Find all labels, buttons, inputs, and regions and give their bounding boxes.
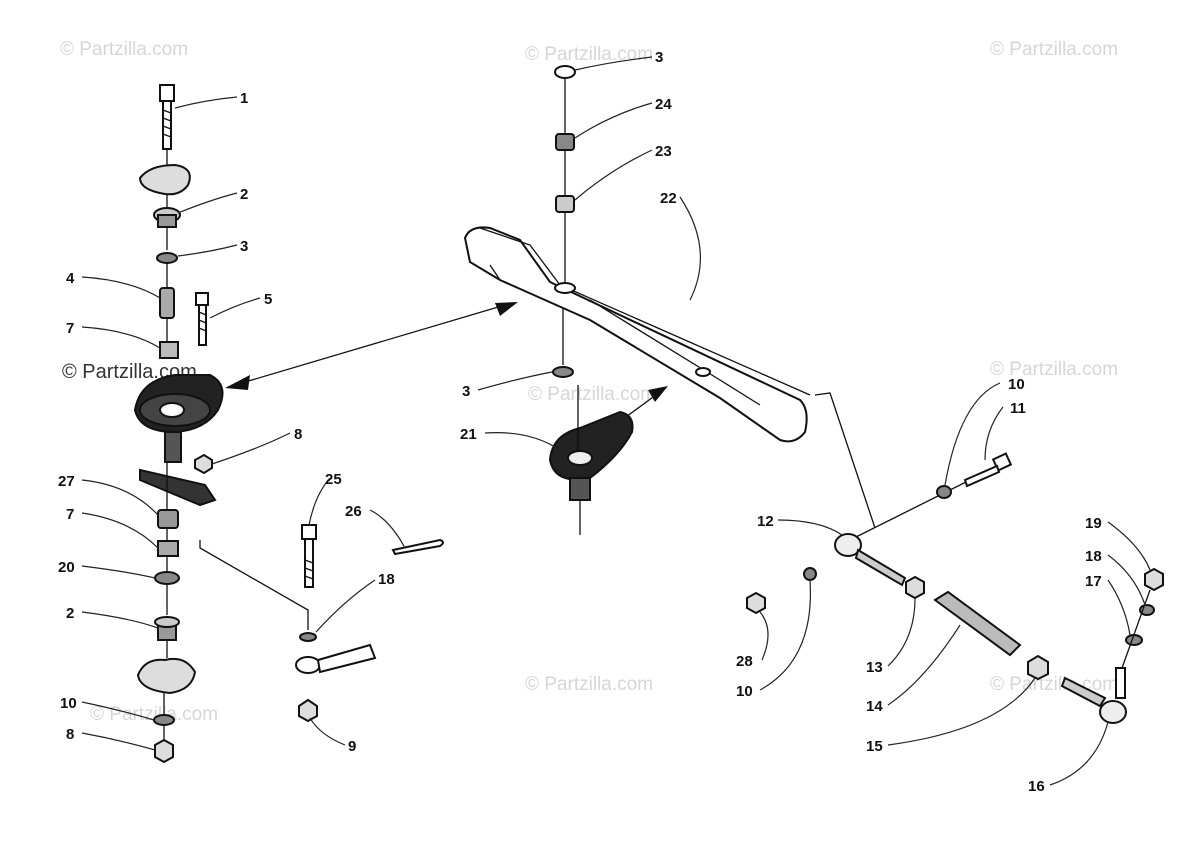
watermark: © Partzilla.com xyxy=(990,39,1118,60)
tube-14-icon xyxy=(933,590,1022,657)
rod-end-12-icon xyxy=(834,533,907,587)
rod-end-16-icon xyxy=(1060,667,1127,724)
callout-28: 28 xyxy=(736,653,753,670)
nut-19-icon xyxy=(1144,567,1164,592)
steering-arm-22-icon xyxy=(463,226,811,443)
bushing-7-lower-icon xyxy=(157,540,179,557)
callout-25: 25 xyxy=(325,471,342,488)
callout-18: 18 xyxy=(378,571,395,588)
callout-18-right: 18 xyxy=(1085,548,1102,565)
callout-17: 17 xyxy=(1085,573,1102,590)
plate-lower-icon xyxy=(136,657,197,695)
callout-12: 12 xyxy=(757,513,774,530)
callout-22: 22 xyxy=(660,190,677,207)
callout-10-right: 10 xyxy=(1008,376,1025,393)
callout-4: 4 xyxy=(66,270,75,287)
callout-23: 23 xyxy=(655,143,672,160)
center-stack xyxy=(552,65,576,378)
callout-1: 1 xyxy=(240,90,248,107)
pin-4-icon xyxy=(159,287,175,319)
callout-19: 19 xyxy=(1085,515,1102,532)
bolt-1-icon xyxy=(159,84,175,150)
cotter-pin-26-icon xyxy=(391,538,444,556)
connector-line xyxy=(199,540,309,630)
bolt-5-icon xyxy=(195,292,209,346)
spindle-arm-icon xyxy=(133,374,224,507)
callout-24: 24 xyxy=(655,96,672,113)
left-spindle-assembly xyxy=(133,84,224,764)
rod-end-icon xyxy=(295,643,377,674)
nut-8-icon xyxy=(194,453,213,475)
leader-lines xyxy=(81,56,1151,786)
callout-11: 11 xyxy=(1010,400,1026,417)
bushing-27-icon xyxy=(157,509,179,529)
watermark: © Partzilla.com xyxy=(525,674,653,695)
callout-3-mid: 3 xyxy=(462,383,470,400)
bushing-7-icon xyxy=(159,341,179,359)
callout-13: 13 xyxy=(866,659,883,676)
nut-9-icon xyxy=(298,698,318,723)
callout-21: 21 xyxy=(460,426,477,443)
callout-9: 9 xyxy=(348,738,356,755)
watermark: © Partzilla.com xyxy=(528,384,656,405)
callout-3: 3 xyxy=(240,238,248,255)
callout-2-lower: 2 xyxy=(66,605,74,622)
callout-10: 10 xyxy=(60,695,77,712)
tie-rod-assembly xyxy=(746,452,1164,724)
bushing-2-icon xyxy=(153,207,181,228)
washer-10-right-icon xyxy=(936,485,952,499)
washer-10-icon xyxy=(153,714,175,726)
callout-2: 2 xyxy=(240,186,248,203)
watermark: © Partzilla.com xyxy=(525,44,653,65)
callout-7-lower: 7 xyxy=(66,506,74,523)
watermarks: © Partzilla.com © Partzilla.com © Partzi… xyxy=(60,39,1118,725)
washer-20-icon xyxy=(154,571,180,585)
callout-15: 15 xyxy=(866,738,883,755)
callout-10-lower: 10 xyxy=(736,683,753,700)
bolt-11-icon xyxy=(963,452,1013,488)
watermark: © Partzilla.com xyxy=(990,359,1118,380)
callout-5: 5 xyxy=(264,291,272,308)
watermark: © Partzilla.com xyxy=(90,704,218,725)
bushing-2-lower-icon xyxy=(154,616,180,641)
connector-line xyxy=(814,392,876,529)
nut-28-icon xyxy=(746,591,766,615)
washer-3-mid-icon xyxy=(552,366,574,378)
callout-20: 20 xyxy=(58,559,75,576)
callout-3-top: 3 xyxy=(655,49,663,66)
washer-18-icon xyxy=(299,632,317,642)
spacer-24-icon xyxy=(555,133,575,151)
arrows xyxy=(225,302,668,426)
callout-8-lower: 8 xyxy=(66,726,74,743)
watermark: © Partzilla.com xyxy=(60,39,188,60)
watermark: © Partzilla.com xyxy=(990,674,1118,695)
callout-7: 7 xyxy=(66,320,74,337)
washer-3-top-icon xyxy=(554,65,576,79)
callout-26: 26 xyxy=(345,503,362,520)
nut-15-icon xyxy=(1027,654,1049,681)
bolt-25-icon xyxy=(301,524,317,588)
callout-labels: 1 2 3 4 5 7 8 27 7 20 2 10 8 25 26 18 9 … xyxy=(58,49,1102,795)
callout-14: 14 xyxy=(866,698,883,715)
washer-17-icon xyxy=(1125,634,1143,646)
tie-rod-end-left-assembly xyxy=(295,524,444,723)
spindle-21-icon xyxy=(548,385,634,535)
callout-16: 16 xyxy=(1028,778,1045,795)
callout-27: 27 xyxy=(58,473,75,490)
washer-10-lower-icon xyxy=(803,567,817,581)
spacer-23-icon xyxy=(555,195,575,213)
nut-8-lower-icon xyxy=(154,738,174,764)
callout-8: 8 xyxy=(294,426,302,443)
nut-13-icon xyxy=(905,575,925,600)
washer-3-icon xyxy=(156,252,178,264)
plate-icon xyxy=(138,163,191,196)
